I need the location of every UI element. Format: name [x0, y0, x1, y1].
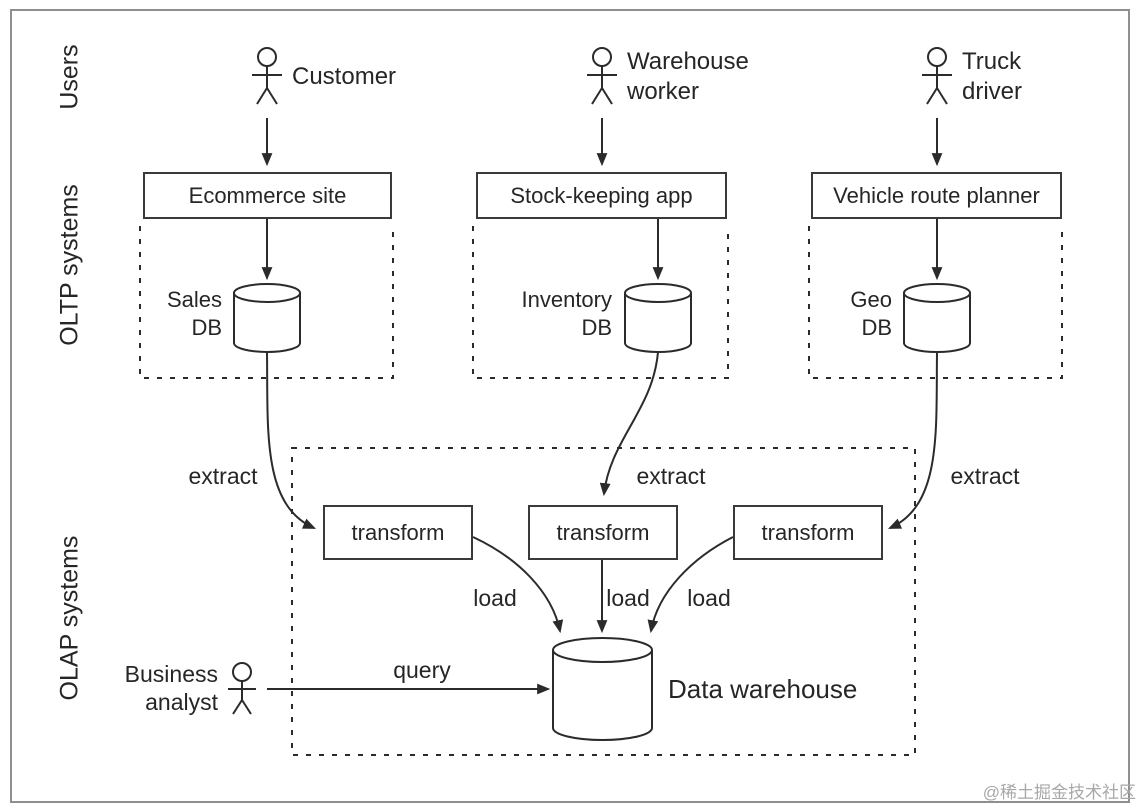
truck-driver-label-line2: driver [962, 78, 1023, 105]
geo-db-cylinder [903, 283, 971, 353]
stock-keeping-app-box: Stock-keeping app [476, 172, 727, 219]
extract-label-1: extract [188, 463, 258, 489]
truck-driver-label: Truck driver [962, 47, 1022, 107]
oltp-dashed-box-1 [139, 226, 394, 379]
warehouse-worker-label-line1: Warehouse [627, 48, 749, 75]
business-analyst-label-line1: Business [124, 661, 218, 687]
oltp-dashed-box-2 [472, 226, 729, 379]
olap-dashed-box [291, 447, 916, 756]
business-analyst-figure [228, 662, 256, 715]
truck-driver-label-line1: Truck [962, 48, 1022, 75]
users-row-label: Users [55, 44, 84, 110]
load-label-2: load [606, 585, 650, 611]
transform-box-1: transform [323, 505, 473, 560]
transform-box-3: transform [733, 505, 883, 560]
oltp-dashed-box-3 [808, 226, 1063, 379]
extract-arrow-1 [266, 351, 316, 529]
geo-db-label: Geo DB [810, 286, 892, 342]
watermark: @稀土掘金技术社区 [982, 783, 1136, 802]
business-analyst-label-line2: analyst [145, 689, 218, 715]
extract-arrow-3 [888, 351, 938, 529]
warehouse-worker-figure [587, 47, 617, 105]
sales-db-label-line1: Sales [166, 287, 222, 312]
query-label: query [393, 657, 451, 683]
oltp-row-label: OLTP systems [55, 184, 84, 346]
sales-db-label-line2: DB [191, 315, 222, 340]
inventory-db-cylinder [624, 283, 692, 353]
ecommerce-site-box: Ecommerce site [143, 172, 392, 219]
customer-label: Customer [292, 63, 397, 90]
inventory-db-label-line2: DB [581, 315, 612, 340]
geo-db-label-line2: DB [861, 315, 892, 340]
extract-label-3: extract [950, 463, 1020, 489]
inventory-db-label-line1: Inventory [521, 287, 613, 312]
extract-arrow-2 [599, 351, 659, 497]
geo-db-label-line1: Geo [850, 287, 892, 312]
load-arrow-1 [472, 536, 564, 634]
vehicle-route-planner-box: Vehicle route planner [811, 172, 1062, 219]
business-analyst-label: Business analyst [110, 660, 218, 716]
sales-db-label: Sales DB [140, 286, 222, 342]
transform-box-2: transform [528, 505, 678, 560]
olap-row-label: OLAP systems [55, 535, 84, 701]
customer-figure [252, 47, 282, 105]
truck-driver-figure [922, 47, 952, 105]
data-warehouse-cylinder [552, 637, 653, 741]
extract-label-2: extract [636, 463, 706, 489]
warehouse-worker-label: Warehouse worker [627, 47, 749, 107]
load-arrow-3 [647, 536, 734, 634]
load-label-1: load [473, 585, 517, 611]
warehouse-worker-label-line2: worker [627, 78, 700, 105]
sales-db-cylinder [233, 283, 301, 353]
outer-frame [10, 9, 1130, 803]
inventory-db-label: Inventory DB [500, 286, 613, 342]
data-warehouse-label: Data warehouse [668, 674, 858, 704]
load-label-3: load [687, 585, 731, 611]
